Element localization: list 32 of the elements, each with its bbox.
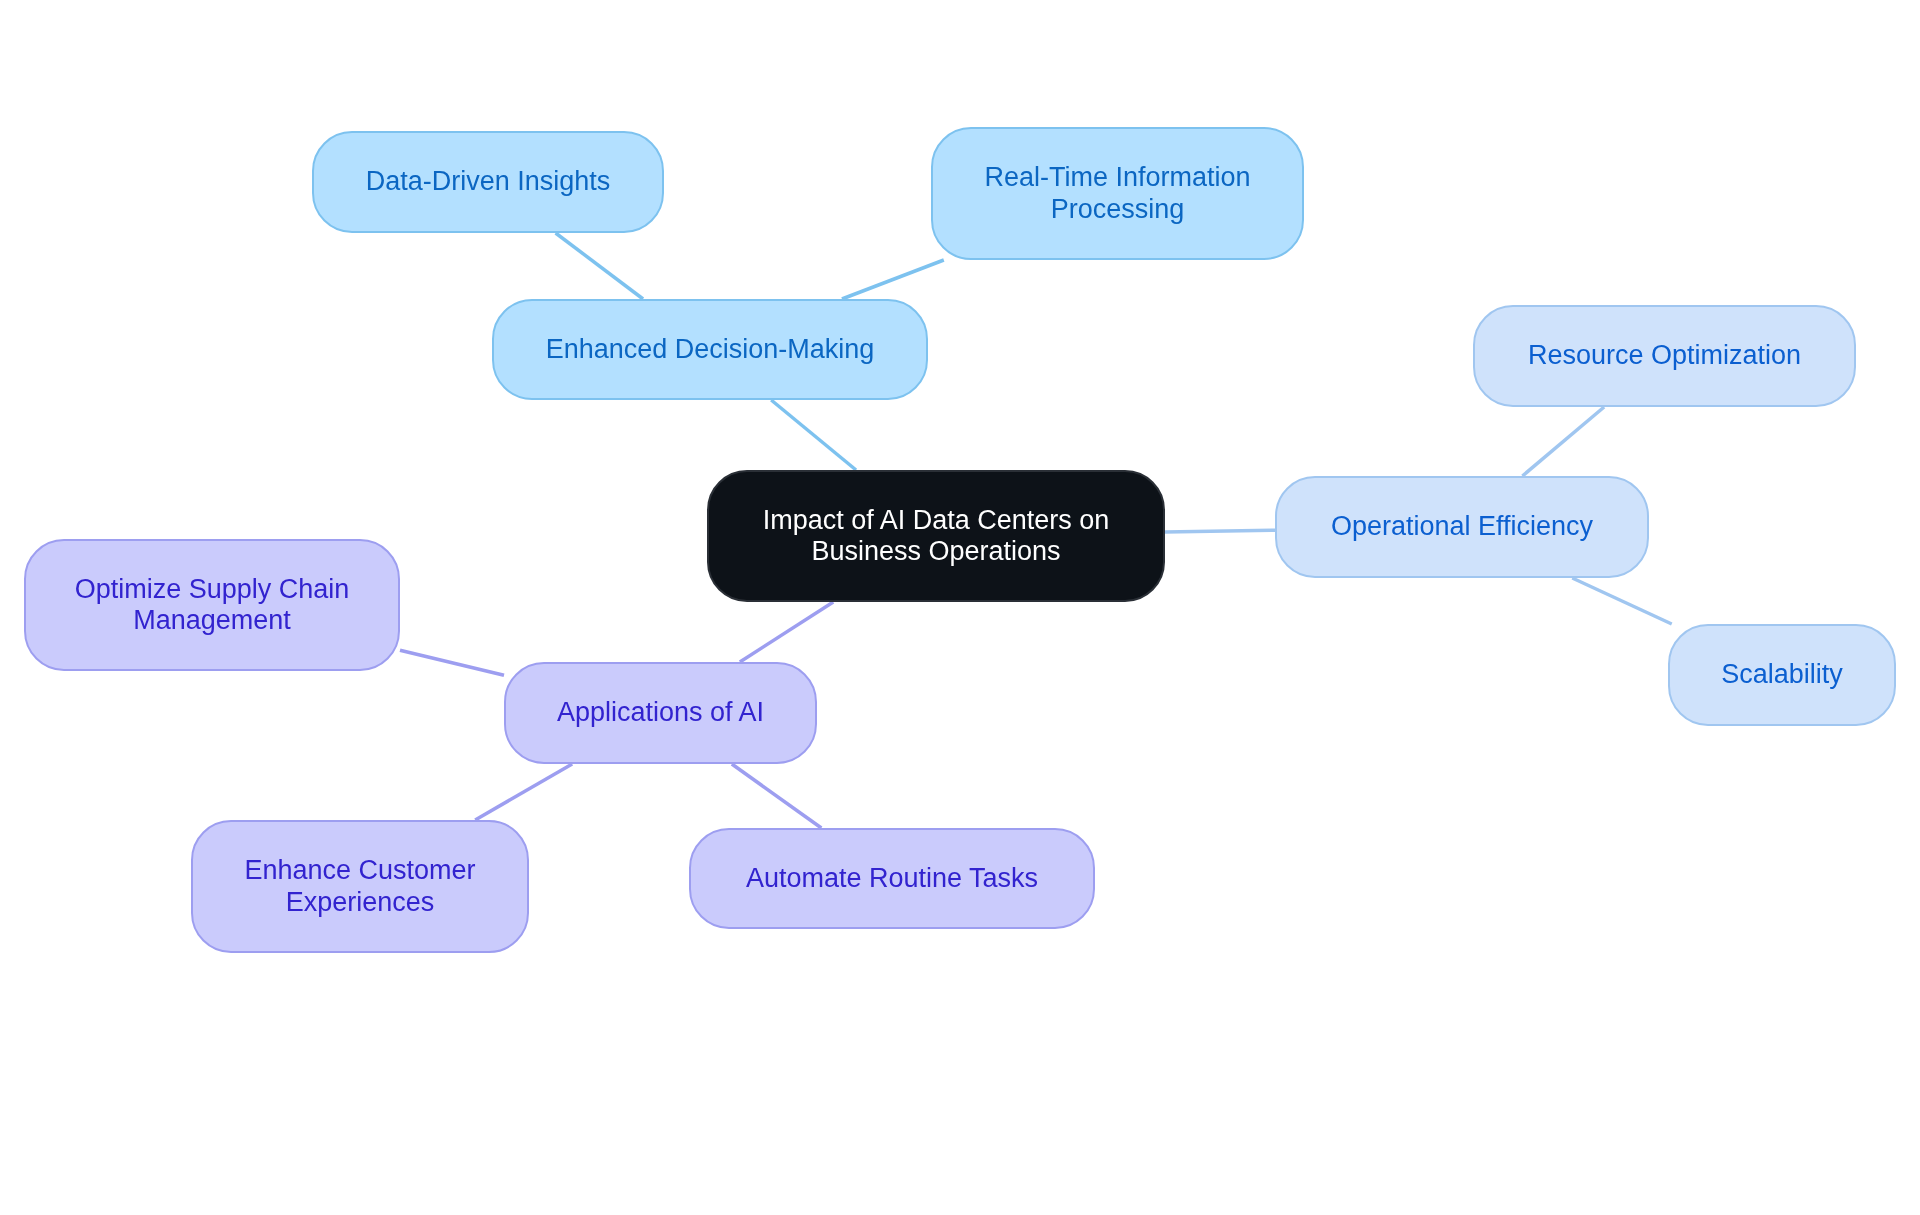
topic-label: Scalability (1721, 659, 1843, 691)
topic-box (312, 131, 664, 233)
central-topic-box (707, 470, 1165, 602)
topic-label: Automate Routine Tasks (745, 862, 1039, 894)
topic-label: Optimize Supply Chain Management (73, 573, 351, 637)
topic-label: Applications of AI (556, 697, 765, 729)
connector-line (770, 398, 858, 472)
connector-line (554, 231, 645, 301)
connector-line (1571, 576, 1673, 626)
connector-line (1521, 405, 1606, 478)
connector-line (738, 600, 835, 664)
topic-label: Resource Optimization (1527, 340, 1802, 372)
topic-box (1275, 476, 1649, 578)
topic-box (492, 299, 928, 400)
topic-box (24, 539, 400, 671)
topic-label: Enhance Customer Experiences (243, 855, 477, 918)
topic-box (191, 820, 529, 953)
topic-label: Enhanced Decision-Making (545, 333, 875, 365)
topic-label: Data-Driven Insights (365, 166, 611, 198)
topic-box (689, 828, 1095, 929)
topic-label: Impact of AI Data Centers on Business Operations (761, 504, 1111, 568)
connector-line (474, 762, 574, 822)
connector-line (730, 762, 823, 830)
topic-box (1473, 305, 1856, 407)
topic-label: Operational Efficiency (1330, 511, 1594, 543)
topic-label: Real-Time Information Processing (983, 162, 1252, 225)
connector-line (399, 648, 505, 677)
topic-box (504, 662, 817, 764)
connector-line (841, 258, 945, 301)
topic-box (931, 127, 1304, 260)
connector-line (1164, 528, 1276, 534)
topic-box (1668, 624, 1896, 726)
